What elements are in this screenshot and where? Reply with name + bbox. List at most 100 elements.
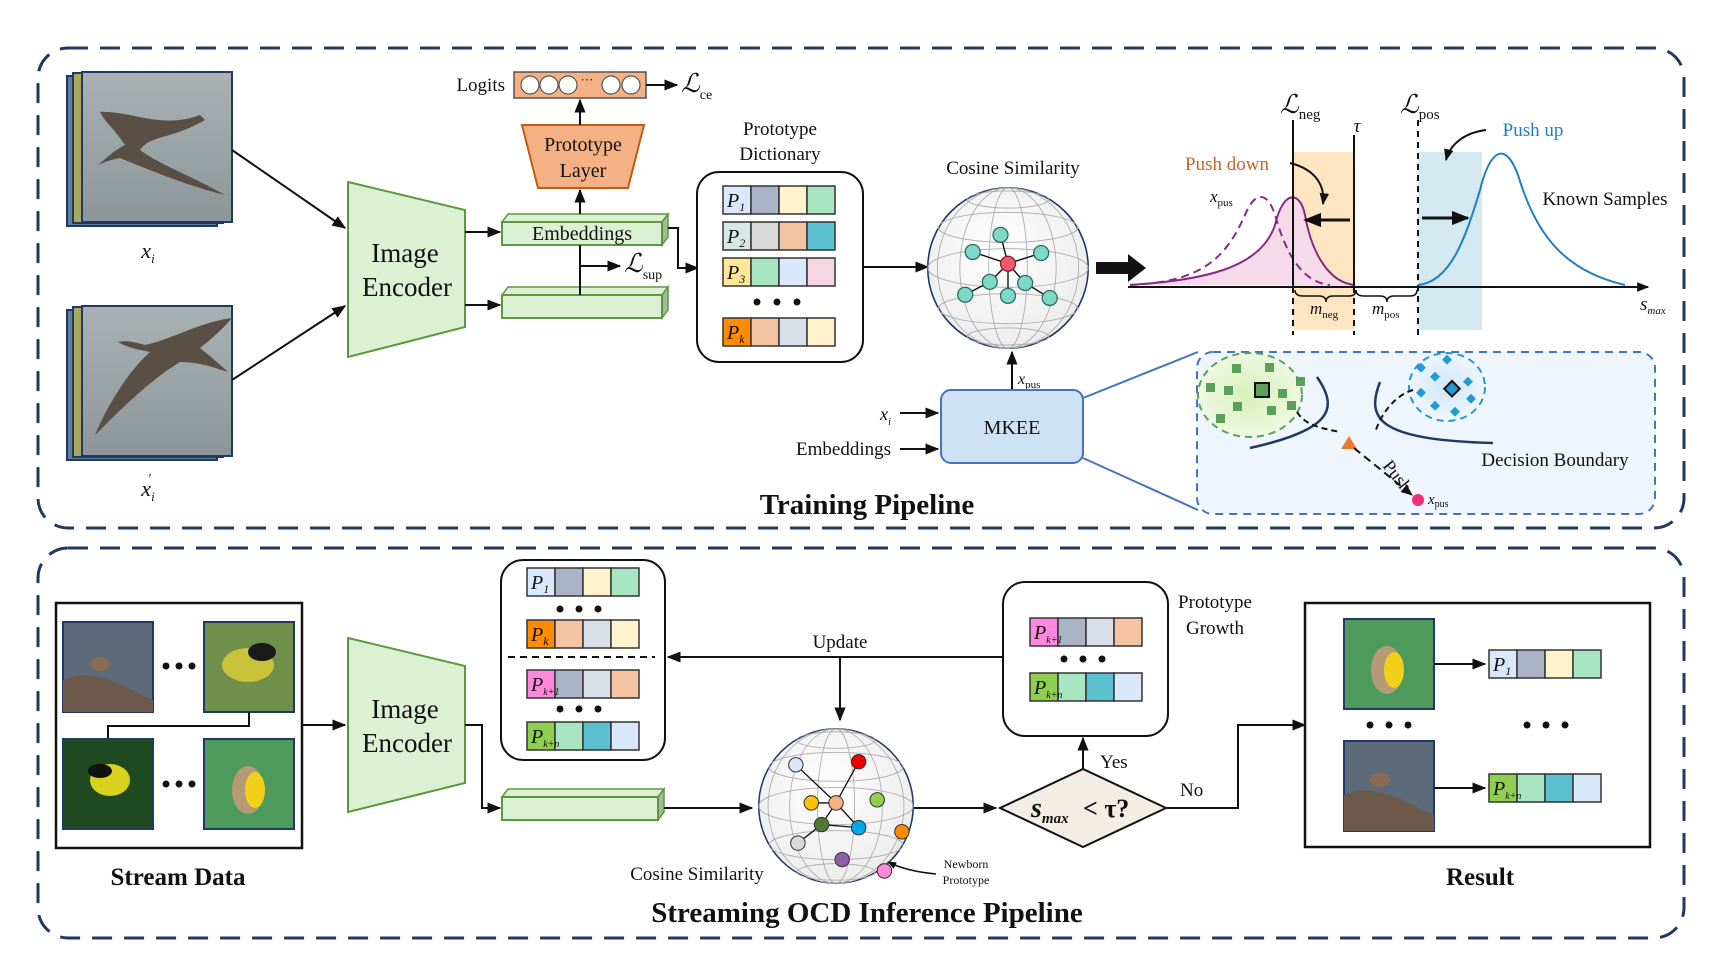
decision-condition: < τ? bbox=[1083, 794, 1129, 823]
prototype-feature-cell bbox=[806, 185, 836, 215]
embeddings-label: Embeddings bbox=[532, 223, 632, 245]
prototype-id-cell bbox=[722, 185, 752, 215]
mkee-input-embeddings: Embeddings bbox=[796, 439, 891, 460]
training-cosine-sphere bbox=[926, 186, 1090, 350]
prototype-id-cell bbox=[526, 721, 556, 751]
prototype-feature-cell bbox=[582, 721, 612, 751]
prototype-feature-cell bbox=[554, 567, 584, 597]
decision-boundary-right bbox=[1373, 381, 1494, 445]
push-down-label: Push down bbox=[1185, 154, 1269, 175]
prototype-row: P2 bbox=[722, 221, 836, 251]
ellipsis-dot bbox=[773, 298, 781, 306]
logits-label: Logits bbox=[456, 75, 505, 96]
growth-label-line1: Prototype bbox=[1178, 592, 1252, 613]
xpus-curve bbox=[1129, 196, 1356, 286]
prototype-feature-cell bbox=[554, 721, 584, 751]
logit-node bbox=[558, 75, 578, 95]
logit-node bbox=[520, 75, 540, 95]
newborn-label-line1: Newborn bbox=[944, 857, 989, 871]
result-ellipsis-right bbox=[1523, 721, 1569, 729]
stream-image-wren bbox=[62, 621, 154, 713]
ellipsis-dot bbox=[793, 298, 801, 306]
inference-prototype-dictionary bbox=[500, 559, 666, 761]
embeddings-bar-2 bbox=[500, 284, 670, 321]
chart-xpus-label: xpus bbox=[1209, 187, 1233, 209]
prototype-row: Pk+1 bbox=[526, 669, 640, 699]
newborn-label-line2: Prototype bbox=[943, 873, 990, 887]
prototype-feature-cell bbox=[1572, 649, 1602, 679]
loss-sup: ℒsup bbox=[624, 249, 662, 283]
decision-boundary-label: Decision Boundary bbox=[1481, 450, 1629, 471]
training-frame bbox=[36, 46, 1686, 530]
ellipsis-dot bbox=[753, 298, 761, 306]
prototype-feature-cell bbox=[1572, 773, 1602, 803]
dashed-link-known bbox=[1296, 411, 1341, 433]
known-samples-label: Known Samples bbox=[1542, 189, 1667, 210]
result-ellipsis-left bbox=[1366, 721, 1412, 729]
prototype-label: Pk+1 bbox=[530, 674, 559, 698]
prototype-label: P2 bbox=[726, 226, 745, 250]
training-pipeline-title: Training Pipeline bbox=[760, 489, 975, 521]
growth-label-line2: Growth bbox=[1186, 618, 1245, 639]
prototype-feature-cell bbox=[1544, 773, 1574, 803]
xpus-shifted-curve bbox=[1129, 196, 1331, 286]
stream-ellipsis-bottom bbox=[162, 780, 196, 788]
prototype-row: P1 bbox=[1488, 649, 1602, 679]
stream-ellipsis-top bbox=[162, 662, 196, 670]
result-image-wren bbox=[1343, 740, 1435, 832]
mkee-inset bbox=[1196, 351, 1656, 515]
prototype-feature-cell bbox=[806, 221, 836, 251]
training-encoder-label-line1: Image bbox=[371, 238, 438, 268]
prototype-feature-cell bbox=[778, 257, 808, 287]
similarity-distribution-chart bbox=[1128, 120, 1650, 335]
m-pos-label: mpos bbox=[1372, 299, 1400, 321]
input-label-xi-prime: xi′ bbox=[140, 472, 155, 504]
prototype-feature-cell bbox=[778, 221, 808, 251]
prototype-id-cell bbox=[1029, 672, 1059, 702]
prototype-feature-cell bbox=[554, 619, 584, 649]
prototype-feature-cell bbox=[610, 721, 640, 751]
loss-neg-label: ℒneg bbox=[1280, 90, 1321, 123]
input-image-stack-xi-prime bbox=[66, 305, 233, 461]
newborn-pointer bbox=[887, 861, 937, 875]
prototype-feature-cell bbox=[610, 567, 640, 597]
push-up-curved-arrow bbox=[1444, 129, 1487, 162]
anchor-triangle bbox=[1341, 436, 1357, 449]
known-class-prototype bbox=[1254, 382, 1270, 398]
inference-cosine-label: Cosine Similarity bbox=[630, 864, 764, 885]
prototype-label: Pk+n bbox=[1033, 677, 1062, 701]
prototype-label: Pk bbox=[726, 322, 745, 346]
training-image-encoder bbox=[347, 180, 466, 359]
stream-image-yellowthroat bbox=[203, 621, 295, 713]
pos-margin-region bbox=[1418, 152, 1482, 330]
zoom-line-bottom bbox=[1082, 457, 1199, 511]
dictionary-title-line1: Prototype bbox=[743, 119, 817, 140]
ellipsis-dots bbox=[556, 705, 602, 713]
prototype-row: P1 bbox=[722, 185, 836, 215]
prototype-feature-cell bbox=[1113, 672, 1143, 702]
input-label-xi: xi bbox=[140, 238, 155, 266]
prototype-id-cell bbox=[722, 221, 752, 251]
prototype-feature-cell bbox=[1516, 649, 1546, 679]
prototype-label: Pk+1 bbox=[1033, 622, 1062, 646]
arrow-encoder-to-embedding bbox=[465, 724, 502, 814]
inference-encoder-label-line2: Encoder bbox=[362, 728, 452, 758]
training-encoder-label-line2: Encoder bbox=[362, 272, 452, 302]
decision-s: smax bbox=[1030, 793, 1069, 827]
training-cosine-label: Cosine Similarity bbox=[946, 158, 1080, 179]
prototype-row: P1 bbox=[526, 567, 640, 597]
prototype-label: P1 bbox=[726, 190, 745, 214]
loss-ce: ℒce bbox=[681, 69, 712, 103]
arrow-no bbox=[1166, 719, 1307, 809]
arrow-xi-prime-to-encoder bbox=[231, 305, 347, 381]
prototype-row: Pk bbox=[722, 317, 836, 347]
prototype-id-cell bbox=[1488, 773, 1518, 803]
arrow-embeddings-to-dictionary bbox=[668, 227, 700, 274]
inference-frame bbox=[36, 546, 1686, 940]
loss-pos-label: ℒpos bbox=[1400, 90, 1440, 123]
prototype-feature-cell bbox=[1113, 617, 1143, 647]
prototype-label: Pk+n bbox=[1492, 778, 1521, 802]
